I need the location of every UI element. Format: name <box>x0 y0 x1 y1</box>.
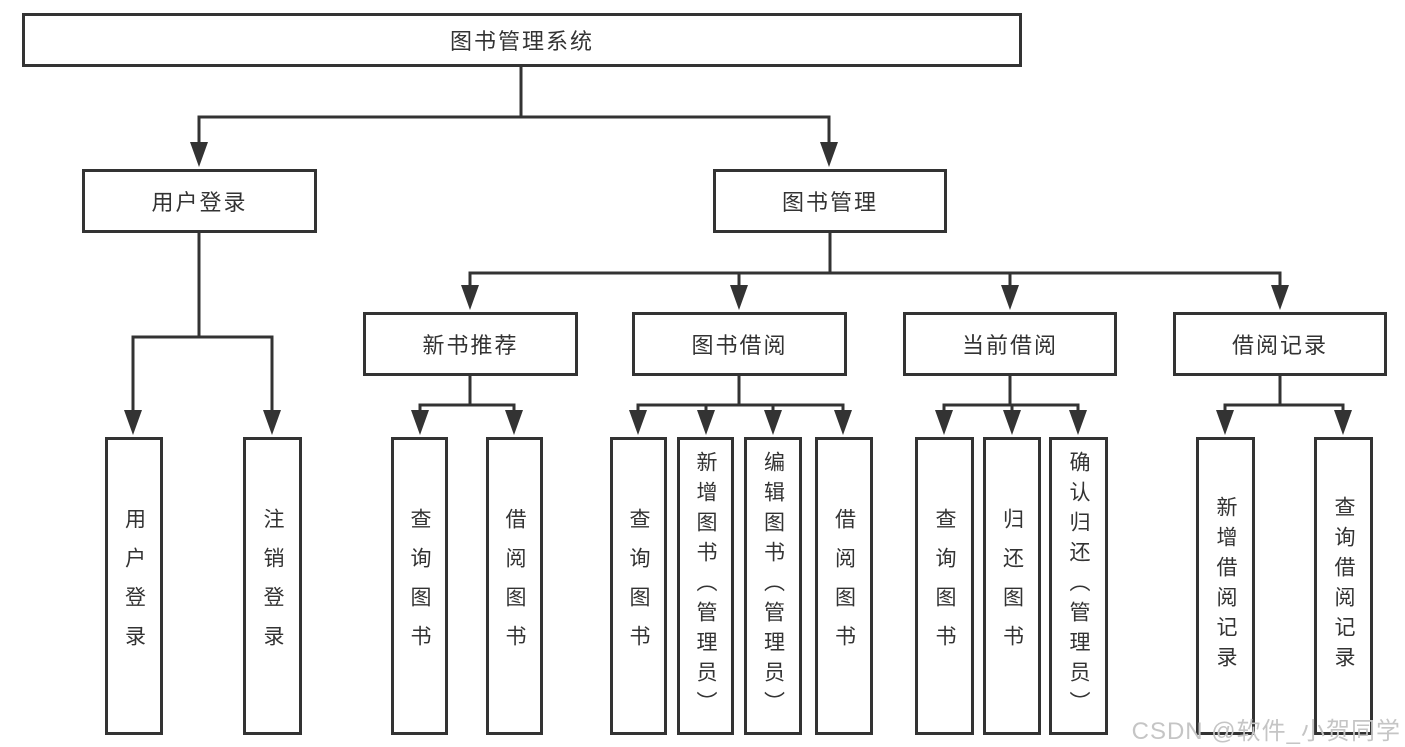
leaf-return-book: 归还图书 <box>983 437 1041 735</box>
leaf-add-borrow-record: 新增借阅记录 <box>1196 437 1255 735</box>
node-user-login: 用户登录 <box>82 169 317 233</box>
node-book-borrow: 图书借阅 <box>632 312 847 376</box>
node-root-system: 图书管理系统 <box>22 13 1022 67</box>
leaf-query-books-recommend: 查询图书 <box>391 437 448 735</box>
node-current-borrow: 当前借阅 <box>903 312 1117 376</box>
leaf-add-book-admin: 新增图书（管理员） <box>677 437 734 735</box>
arrowheads <box>124 142 1352 435</box>
node-borrow-records: 借阅记录 <box>1173 312 1387 376</box>
connector-paths <box>131 65 1345 412</box>
leaf-logout: 注销登录 <box>243 437 302 735</box>
node-book-management: 图书管理 <box>713 169 947 233</box>
node-new-book-recommend: 新书推荐 <box>363 312 578 376</box>
leaf-query-books-current: 查询图书 <box>915 437 974 735</box>
csdn-watermark: CSDN @软件_小贺同学 <box>1131 718 1401 745</box>
leaf-edit-book-admin: 编辑图书（管理员） <box>744 437 802 735</box>
leaf-query-borrow-record: 查询借阅记录 <box>1314 437 1373 735</box>
leaf-borrow-books-recommend: 借阅图书 <box>486 437 543 735</box>
leaf-confirm-return-admin: 确认归还（管理员） <box>1049 437 1108 735</box>
leaf-query-books-borrow: 查询图书 <box>610 437 667 735</box>
leaf-borrow-books: 借阅图书 <box>815 437 873 735</box>
leaf-user-login: 用户登录 <box>105 437 163 735</box>
